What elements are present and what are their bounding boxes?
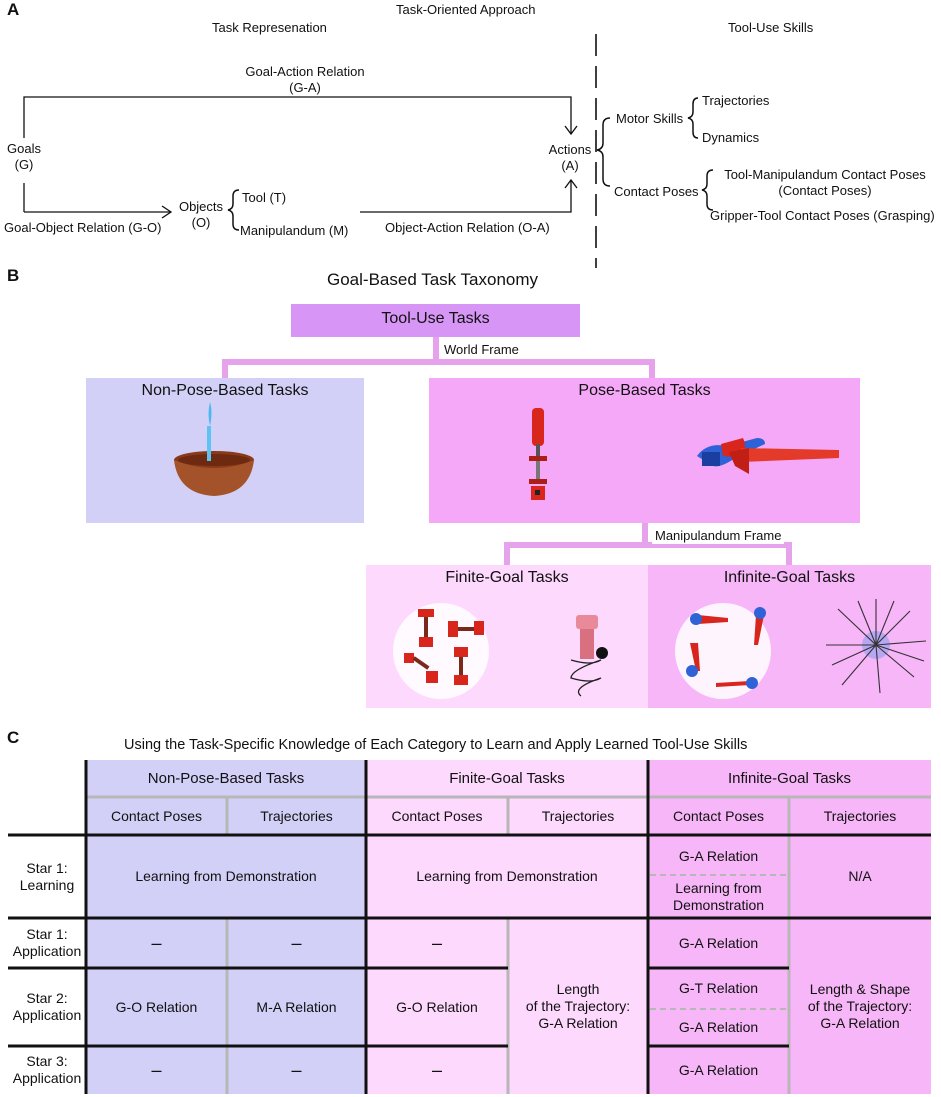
panel-b-title: Goal-Based Task Taxonomy: [327, 270, 539, 289]
subheader-fin-trajectories: Trajectories: [541, 807, 615, 824]
panel-c-letter: C: [7, 728, 20, 747]
cell-s3-np-traj: –: [291, 1059, 302, 1080]
cell-fin-traj-merged: Length of the Trajectory: G-A Relation: [525, 980, 631, 1031]
subheader-inf-contact-poses: Contact Poses: [672, 807, 765, 824]
manipulandum-label: Manipulandum (M): [240, 223, 349, 238]
cell-s3-np-cp: –: [151, 1059, 162, 1080]
col-group-finite: Finite-Goal Tasks: [449, 770, 565, 787]
dynamics-label: Dynamics: [702, 130, 760, 145]
tool-use-tasks-label: Tool-Use Tasks: [381, 310, 490, 327]
motor-skills-label: Motor Skills: [616, 111, 684, 126]
goal-object-relation-label: Goal-Object Relation (G-O): [4, 220, 162, 235]
task-representation-header: Task Represenation: [212, 20, 327, 35]
cell-learning-inf-cp-top: G-A Relation: [678, 847, 759, 864]
panel-c-title: Using the Task-Specific Knowledge of Eac…: [124, 737, 748, 753]
trajectories-label: Trajectories: [702, 93, 770, 108]
cell-s2-np-cp: G-O Relation: [115, 998, 198, 1015]
panel-a-letter: A: [7, 0, 20, 19]
subheader-inf-trajectories: Trajectories: [823, 807, 897, 824]
panel-b-connectors: [222, 337, 792, 565]
tool-use-tasks-box: Tool-Use Tasks: [291, 304, 580, 337]
infinite-goal-tasks-box: Infinite-Goal Tasks: [648, 565, 931, 708]
object-action-relation-label: Object-Action Relation (O-A): [385, 220, 550, 235]
cell-inf-traj-merged: Length & Shape of the Trajectory: G-A Re…: [807, 980, 913, 1031]
cell-learning-non-pose: Learning from Demonstration: [135, 868, 317, 884]
panel-a-title: Task-Oriented Approach: [396, 2, 536, 17]
cell-s2-np-traj: M-A Relation: [256, 998, 337, 1015]
cell-s2-fin-cp: G-O Relation: [396, 998, 478, 1015]
panel-b-letter: B: [7, 266, 20, 285]
row-label-star1-learning: Star 1:Learning: [19, 859, 75, 893]
cell-s2-inf-cp-bottom: G-A Relation: [678, 1019, 759, 1035]
col-group-non-pose: Non-Pose-Based Tasks: [147, 770, 305, 787]
pose-tools-illustration: [529, 408, 839, 500]
finite-goal-tasks-box: Finite-Goal Tasks: [366, 565, 648, 708]
cell-s2-inf-cp-top: G-T Relation: [678, 980, 759, 996]
row-label-star3-application: Star 3:Application: [12, 1053, 82, 1086]
bowl-spoon-illustration: [174, 402, 254, 496]
col-group-infinite: Infinite-Goal Tasks: [727, 770, 852, 787]
cell-s1-np-traj: –: [291, 932, 302, 953]
non-pose-based-tasks-label: Non-Pose-Based Tasks: [141, 382, 309, 399]
infinite-goal-illustration: [675, 599, 927, 699]
finite-goal-illustration: [393, 603, 608, 699]
row-label-star2-application: Star 2:Application: [12, 990, 82, 1023]
tool-manipulandum-contact-label: Tool-Manipulandum Contact Poses (Contact…: [724, 167, 926, 198]
infinite-goal-tasks-label: Infinite-Goal Tasks: [723, 569, 856, 586]
gripper-tool-contact-label: Gripper-Tool Contact Poses (Grasping): [710, 208, 935, 223]
objects-node: Objects (O): [178, 199, 224, 230]
pose-based-tasks-label: Pose-Based Tasks: [578, 382, 711, 399]
subheader-np-trajectories: Trajectories: [260, 807, 333, 824]
row-label-star1-application: Star 1:Application: [12, 926, 82, 959]
panel-a-connectors: [23, 34, 714, 268]
finite-goal-tasks-label: Finite-Goal Tasks: [445, 569, 569, 586]
contact-poses-label: Contact Poses: [614, 184, 699, 199]
cell-s1-np-cp: –: [151, 932, 162, 953]
tool-label: Tool (T): [242, 190, 287, 205]
cell-s1-inf-cp: G-A Relation: [678, 934, 759, 951]
cell-learning-inf-traj: N/A: [848, 868, 872, 884]
subheader-np-contact-poses: Contact Poses: [110, 807, 203, 824]
manipulandum-frame-label: Manipulandum Frame: [652, 528, 785, 544]
world-frame-label: World Frame: [441, 342, 522, 358]
non-pose-based-tasks-box: Non-Pose-Based Tasks: [86, 378, 364, 523]
tool-use-skills-header: Tool-Use Skills: [728, 20, 814, 35]
cell-s1-fin-cp: –: [431, 932, 442, 953]
actions-node: Actions (A): [548, 142, 592, 173]
goals-node: Goals (G): [7, 141, 41, 172]
cell-s3-fin-cp: –: [431, 1059, 442, 1080]
goal-action-relation-label: Goal-Action Relation (G-A): [245, 64, 365, 95]
pose-based-tasks-box: Pose-Based Tasks: [429, 378, 860, 523]
cell-s3-inf-cp: G-A Relation: [678, 1061, 759, 1078]
cell-learning-finite: Learning from Demonstration: [416, 868, 598, 884]
subheader-fin-contact-poses: Contact Poses: [391, 807, 483, 824]
